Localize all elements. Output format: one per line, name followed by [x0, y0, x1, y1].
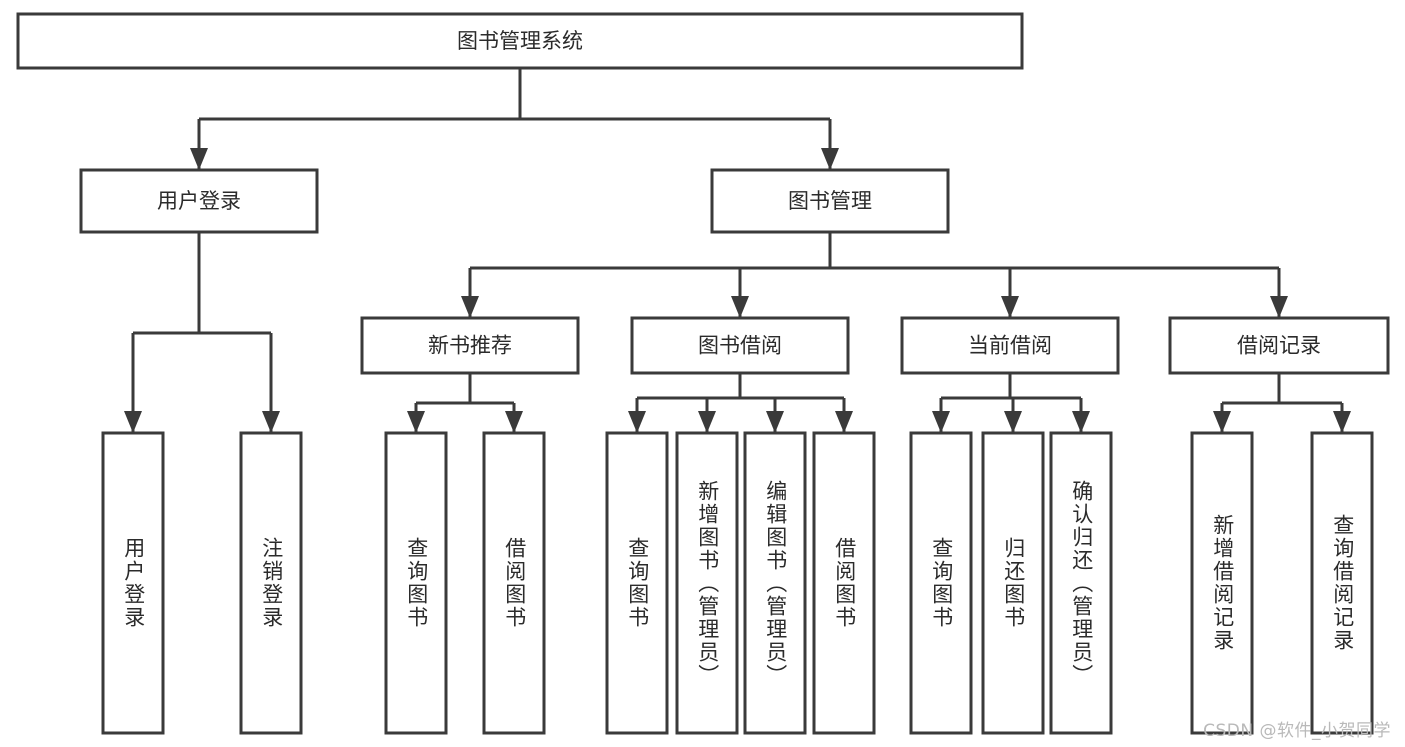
- node-box-leaf-query-borrow-record: [1310, 431, 1374, 735]
- node-box-current-borrow: [900, 316, 1120, 375]
- node-box-leaf-query-book-rec: [384, 431, 448, 735]
- node-box-leaf-query-book-borrow: [605, 431, 669, 735]
- connector-lines: [124, 68, 1351, 433]
- node-box-leaf-add-borrow-record: [1190, 431, 1254, 735]
- node-box-user-login: [79, 168, 319, 234]
- node-label-current-borrow: 当前借阅: [968, 334, 1052, 358]
- node-box-leaf-add-book-admin: [675, 431, 739, 735]
- node-box-new-book-rec: [360, 316, 580, 375]
- node-boxes: [16, 12, 1390, 735]
- node-box-book-borrow: [630, 316, 850, 375]
- node-label-new-book-rec: 新书推荐: [428, 334, 512, 358]
- node-box-leaf-edit-book-admin: [743, 431, 807, 735]
- node-label-book-borrow: 图书借阅: [698, 334, 782, 358]
- node-box-leaf-borrow-book: [812, 431, 876, 735]
- node-label-root: 图书管理系统: [457, 29, 583, 53]
- node-box-leaf-return-book: [981, 431, 1045, 735]
- node-label-borrow-record: 借阅记录: [1237, 334, 1321, 358]
- csdn-watermark: CSDN @软件_小贺同学: [1203, 721, 1391, 741]
- node-box-leaf-user-login: [101, 431, 165, 735]
- node-box-leaf-confirm-return-admin: [1049, 431, 1113, 735]
- node-box-leaf-user-logout: [239, 431, 303, 735]
- node-box-leaf-query-book-cur: [909, 431, 973, 735]
- node-label-book-manage: 图书管理: [788, 189, 872, 213]
- node-label-user-login: 用户登录: [157, 189, 241, 213]
- node-box-borrow-record: [1168, 316, 1390, 375]
- node-box-leaf-borrow-book-rec: [482, 431, 546, 735]
- node-box-book-manage: [710, 168, 950, 234]
- node-box-root: [16, 12, 1024, 70]
